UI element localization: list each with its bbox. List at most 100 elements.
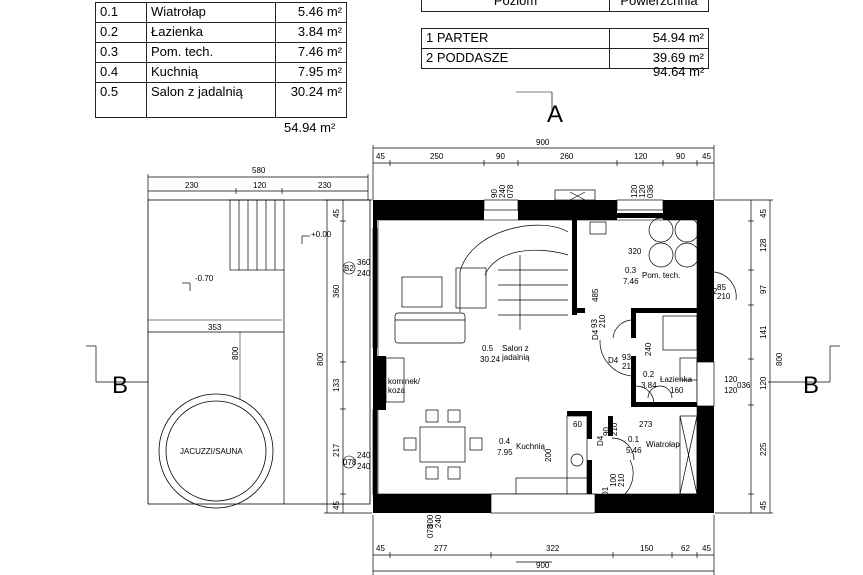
door-label: 90 [602, 427, 611, 436]
dim-right-total: 800 [775, 352, 784, 366]
door-label: 85 [717, 283, 726, 292]
table-row: 2 PODDASZE 39.69 m² [421, 48, 709, 69]
door-label: 210 [622, 362, 636, 371]
window-label: 240 [434, 514, 443, 528]
dim-top-seg: 90 [496, 152, 505, 161]
room-area: 7.46 m² [275, 42, 347, 63]
door-label: D4 [591, 329, 600, 340]
dim-internal: 273 [639, 420, 653, 429]
section-mark-b-left: B [112, 372, 128, 399]
room-name: Łazienka [146, 22, 276, 43]
window-label: 360 [357, 258, 371, 267]
door-label: 210 [617, 473, 626, 487]
window-label: 078 [506, 184, 515, 198]
dim-top-total: 900 [536, 138, 550, 147]
room-no-salon: 0.5 [482, 344, 494, 353]
jacuzzi-label: JACUZZI/SAUNA [180, 447, 243, 456]
room-area: 30.24 m² [275, 82, 347, 118]
door-label: 210 [598, 314, 607, 328]
door-label: 210 [610, 422, 619, 436]
room-name-tech: Pom. tech. [642, 271, 680, 280]
dim-internal: 320 [628, 247, 642, 256]
room-no-kuchnia: 0.4 [499, 437, 511, 446]
window-label: 120 [724, 375, 738, 384]
window-label: 078 [426, 524, 435, 538]
room-name-wiat: Wiatrołap [646, 440, 680, 449]
dim-right-seg: 45 [759, 501, 768, 510]
window-label: 240 [498, 184, 507, 198]
dim-right-seg: 45 [759, 209, 768, 218]
room-area-tech: 7.46 [623, 277, 639, 286]
dim-right-seg: 225 [759, 442, 768, 456]
door-label: 210 [717, 292, 731, 301]
table-row: Poziom Powierzchnia [421, 0, 709, 12]
door-label: D4 [596, 435, 605, 446]
dim-bottom-seg: 45 [702, 544, 711, 553]
window-label: 90 [490, 189, 499, 198]
table-row: 0.2 Łazienka 3.84 m² [95, 22, 347, 43]
room-name: Salon z jadalnią [146, 82, 276, 118]
dim-top-seg: 45 [376, 152, 385, 161]
dim-top-seg: 90 [676, 152, 685, 161]
dim-terrace-seg: 120 [253, 181, 267, 190]
dim-top-seg: 250 [430, 152, 444, 161]
table-row: 0.4 Kuchnią 7.95 m² [95, 62, 347, 83]
room-name-salon: Salon z [502, 344, 529, 353]
room-name-laz: Łazienka [660, 375, 693, 384]
door-label: 100 [609, 473, 618, 487]
room-area-kuchnia: 7.95 [497, 448, 513, 457]
dim-bottom-seg: 150 [640, 544, 654, 553]
dim-bottom-seg: 62 [681, 544, 690, 553]
window-label: 120 [638, 184, 647, 198]
window-label: 120 [630, 184, 639, 198]
dim-bottom-total: 900 [536, 561, 550, 570]
floors-header-table: Poziom Powierzchnia [421, 0, 709, 12]
dim-bottom-seg: 277 [434, 544, 448, 553]
room-area: 3.84 m² [275, 22, 347, 43]
dim-top-seg: 45 [702, 152, 711, 161]
window-label: 240 [357, 451, 371, 460]
dim-left-seg: 133 [332, 378, 341, 392]
room-name-salon: jadalnią [501, 353, 530, 362]
dim-internal: 200 [544, 448, 553, 462]
room-area-laz: 3.84 [641, 381, 657, 390]
floor-header-area: Powierzchnia [609, 0, 709, 12]
window-label: 120 [724, 386, 738, 395]
section-mark-b-right: B [803, 372, 819, 399]
room-no-wiat: 0.1 [628, 435, 640, 444]
window-label: 036 [737, 381, 751, 390]
rooms-area-table: 0.1 Wiatrołap 5.46 m² 0.2 Łazienka 3.84 … [95, 2, 347, 118]
room-number: 0.5 [95, 82, 147, 118]
window-label: 300 [426, 514, 435, 528]
dim-left-seg: 45 [332, 501, 341, 510]
window-label: 078 [343, 458, 357, 467]
room-name-kuchnia: Kuchnią [516, 442, 545, 451]
dim-terrace-seg: 230 [185, 181, 199, 190]
room-area-wiat: 5.46 [626, 446, 642, 455]
dim-terrace-width: 353 [208, 323, 222, 332]
door-label: 93 [590, 319, 599, 328]
dim-terrace-total: 580 [252, 166, 266, 175]
window-label: 036 [646, 184, 655, 198]
dim-left-total: 800 [316, 352, 325, 366]
dim-right-seg: 97 [759, 285, 768, 294]
table-row: 0.5 Salon z jadalnią 30.24 m² [95, 82, 347, 118]
floors-total: 94.64 m² [653, 64, 705, 79]
door-label: 93 [622, 353, 631, 362]
door-label: D1 [601, 486, 610, 497]
dim-left-seg: 45 [332, 209, 341, 218]
dim-internal: 60 [573, 420, 582, 429]
dim-top-seg: 120 [634, 152, 648, 161]
room-area-salon: 30.24 [480, 355, 501, 364]
dim-top-seg: 260 [560, 152, 574, 161]
room-no-tech: 0.3 [625, 266, 637, 275]
dim-right-seg: 120 [759, 376, 768, 390]
dim-terrace-height: 800 [231, 346, 240, 360]
dim-left-seg: 217 [332, 443, 341, 457]
door-label: D2 [707, 287, 718, 296]
dim-internal: 160 [670, 386, 684, 395]
fireplace-label: kominek/ [388, 377, 421, 386]
dim-internal: 485 [591, 288, 600, 302]
window-label: 240 [357, 269, 371, 278]
